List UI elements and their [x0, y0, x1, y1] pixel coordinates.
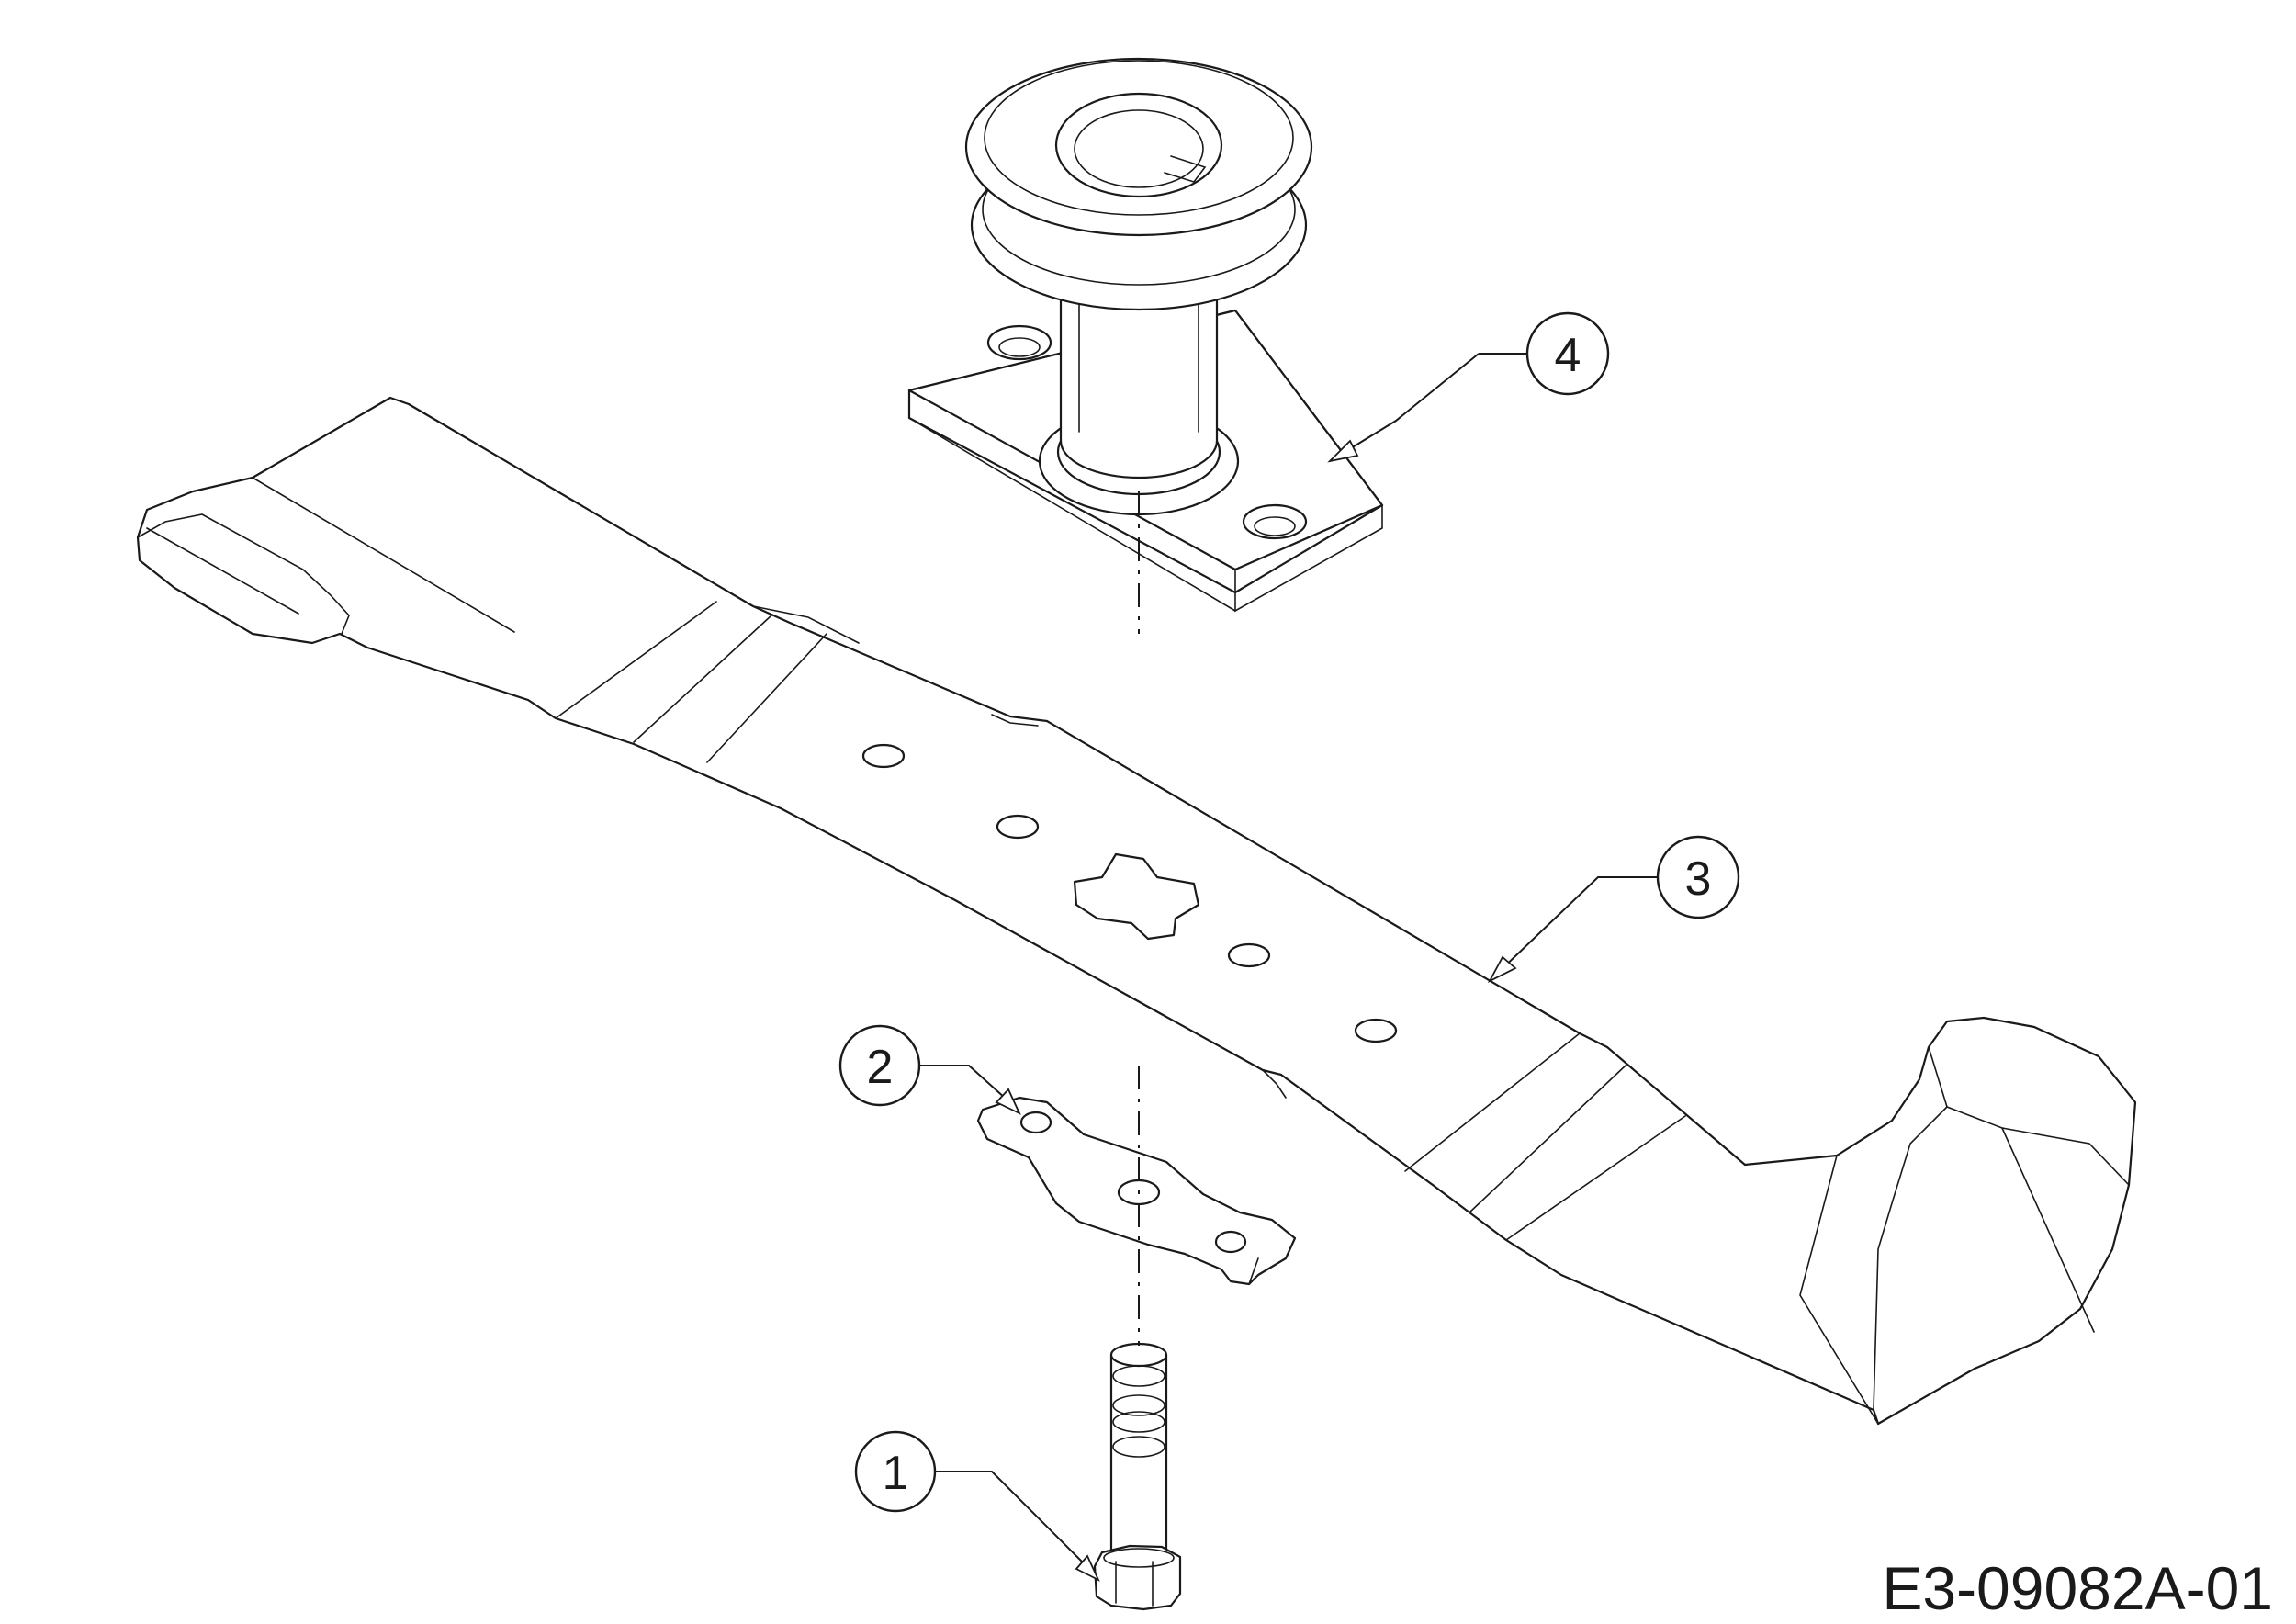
callout-3: 3	[1487, 835, 1740, 984]
callout-2-label: 2	[867, 1041, 894, 1094]
part-3-mower-blade	[136, 396, 2137, 1426]
part-1-bolt	[1093, 1342, 1182, 1611]
callout-1-label: 1	[883, 1447, 909, 1500]
part-2-blade-support	[976, 1096, 1297, 1286]
part-4-blade-adapter	[907, 57, 1384, 613]
callout-2: 2	[838, 1024, 1021, 1115]
callout-3-label: 3	[1685, 852, 1712, 906]
callout-1: 1	[854, 1430, 1100, 1582]
drawing-code: E3-09082A-01	[1882, 1554, 2273, 1622]
callout-4: 4	[1327, 311, 1610, 463]
callout-4-label: 4	[1555, 329, 1581, 382]
